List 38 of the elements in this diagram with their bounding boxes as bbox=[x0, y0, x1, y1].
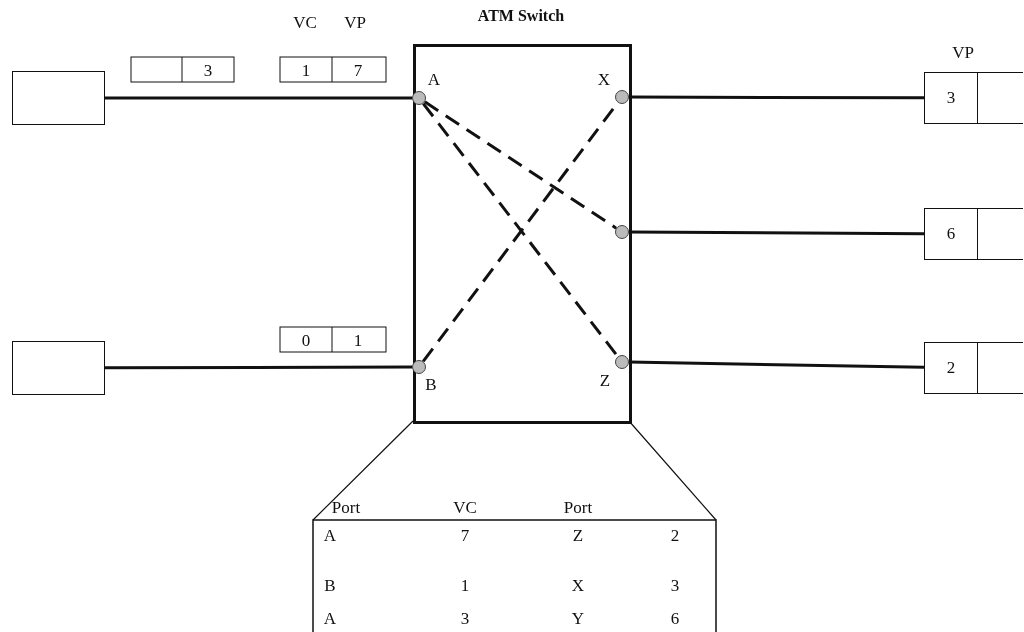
table-header: Port bbox=[331, 498, 361, 516]
switch-title: ATM Switch bbox=[476, 7, 566, 25]
port-label: Z bbox=[599, 371, 611, 389]
table-header: Port bbox=[563, 498, 593, 516]
cell-value: 3 bbox=[203, 61, 213, 79]
column-header: VC bbox=[293, 13, 317, 31]
port-label: X bbox=[597, 70, 611, 88]
table-cell: Z bbox=[572, 526, 584, 544]
table-cell: 3 bbox=[460, 609, 470, 627]
table-header: VC bbox=[453, 498, 477, 516]
table-cell: X bbox=[571, 576, 585, 594]
port-label: B bbox=[425, 375, 437, 393]
connection-line bbox=[105, 96, 412, 100]
connection-line bbox=[105, 365, 412, 370]
table-cell: 7 bbox=[460, 526, 470, 544]
table-cell: A bbox=[323, 609, 337, 627]
column-header: VP bbox=[344, 13, 366, 31]
table-cell: 1 bbox=[460, 576, 470, 594]
vp-cell-box: 6 bbox=[924, 208, 1023, 260]
vp-cell-box: 2 bbox=[924, 342, 1023, 394]
cell-value: 0 bbox=[301, 331, 311, 349]
table-cell: A bbox=[323, 526, 337, 544]
terminal-box bbox=[12, 71, 105, 125]
port-label: A bbox=[427, 70, 441, 88]
dashed-connection-line bbox=[424, 100, 617, 230]
table-cell: 3 bbox=[670, 576, 680, 594]
connection-line bbox=[629, 95, 924, 100]
vp-cell-box: 3 bbox=[924, 72, 1023, 124]
table-cell: 6 bbox=[670, 609, 680, 627]
table-cell: B bbox=[324, 576, 336, 594]
connection-line bbox=[629, 230, 924, 236]
terminal-box bbox=[12, 341, 105, 395]
table-cell: 2 bbox=[670, 526, 680, 544]
cell-value: 1 bbox=[301, 61, 311, 79]
cell-value: 7 bbox=[353, 61, 363, 79]
table-cell: Y bbox=[571, 609, 585, 627]
cell-value: 1 bbox=[353, 331, 363, 349]
column-header: VP bbox=[952, 43, 974, 61]
